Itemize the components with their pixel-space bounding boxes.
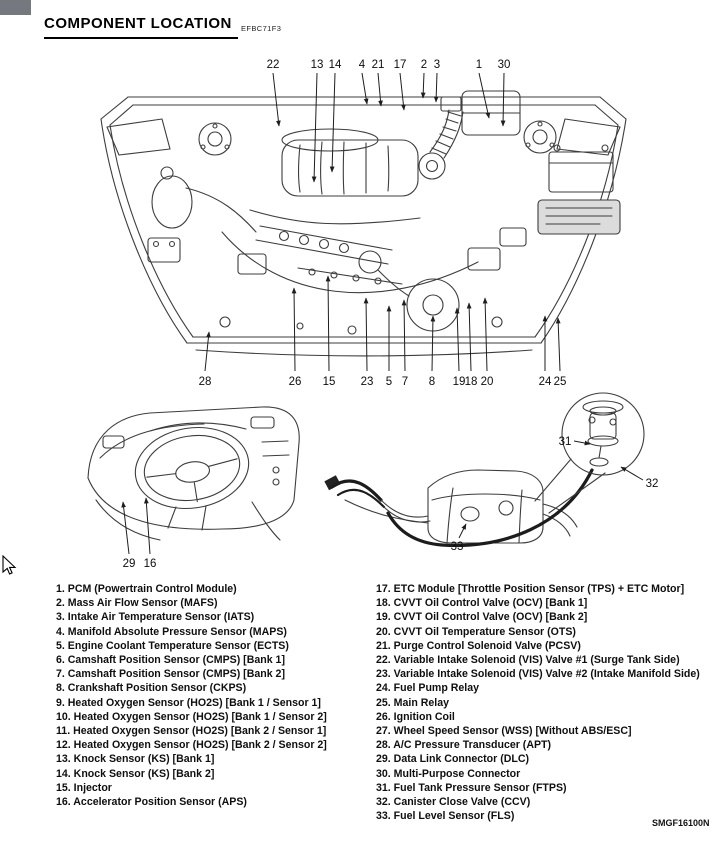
callout-21: 21 bbox=[372, 59, 385, 71]
legend-item-23: 23. Variable Intake Solenoid (VIS) Valve… bbox=[376, 668, 700, 681]
fuel-tank-diagram bbox=[324, 392, 645, 548]
legend-item-10: 10. Heated Oxygen Sensor (HO2S) [Bank 1 … bbox=[56, 710, 327, 723]
legend-item-2: 2. Mass Air Flow Sensor (MAFS) bbox=[56, 597, 218, 610]
callout-8: 8 bbox=[429, 376, 435, 388]
callout-33: 33 bbox=[451, 541, 464, 553]
headlight-right bbox=[556, 118, 621, 156]
legend-item-31: 31. Fuel Tank Pressure Sensor (FTPS) bbox=[376, 781, 567, 794]
legend-item-18: 18. CVVT Oil Control Valve (OCV) [Bank 1… bbox=[376, 597, 588, 610]
coolant-reservoir bbox=[151, 166, 257, 233]
callout-28: 28 bbox=[199, 376, 212, 388]
injector-rail bbox=[297, 267, 403, 285]
pcm-box bbox=[537, 199, 621, 235]
legend-item-32: 32. Canister Close Valve (CCV) bbox=[376, 796, 531, 809]
mouse-cursor bbox=[2, 555, 17, 575]
callout-20: 20 bbox=[481, 376, 494, 388]
legend-item-13: 13. Knock Sensor (KS) [Bank 1] bbox=[56, 753, 215, 766]
air-cleaner bbox=[440, 90, 521, 136]
alternator bbox=[358, 250, 382, 274]
legend-item-25: 25. Main Relay bbox=[376, 696, 450, 709]
legend-item-16: 16. Accelerator Position Sensor (APS) bbox=[56, 796, 247, 809]
legend-item-1: 1. PCM (Powertrain Control Module) bbox=[56, 583, 237, 595]
callout-14: 14 bbox=[329, 59, 342, 71]
legend-item-20: 20. CVVT Oil Temperature Sensor (OTS) bbox=[376, 625, 576, 638]
fuel-pump-module bbox=[561, 392, 645, 476]
window-corner-fragment bbox=[0, 0, 31, 15]
strut-tower-right bbox=[523, 120, 557, 154]
legend-item-33: 33. Fuel Level Sensor (FLS) bbox=[376, 810, 515, 823]
header: COMPONENT LOCATION bbox=[44, 15, 238, 39]
legend-item-24: 24. Fuel Pump Relay bbox=[376, 682, 480, 695]
callout-numbers: 22 13 14 4 21 17 2 3 1 30 28 26 15 23 5 … bbox=[123, 59, 659, 570]
dash-vent-right bbox=[250, 416, 275, 429]
leader-lines bbox=[121, 72, 644, 555]
legend-item-9: 9. Heated Oxygen Sensor (HO2S) [Bank 1 /… bbox=[56, 696, 321, 709]
legend-item-11: 11. Heated Oxygen Sensor (HO2S) [Bank 2 … bbox=[56, 725, 327, 738]
valve-cover-coils bbox=[255, 225, 393, 265]
steering-wheel bbox=[134, 426, 250, 510]
legend-item-30: 30. Multi-Purpose Connector bbox=[376, 767, 521, 780]
callout-31: 31 bbox=[559, 436, 572, 448]
engine-bay-diagram bbox=[100, 90, 627, 357]
callout-7: 7 bbox=[402, 376, 408, 388]
legend-item-8: 8. Crankshaft Position Sensor (CKPS) bbox=[56, 682, 247, 695]
callout-24: 24 bbox=[539, 376, 552, 388]
legend-item-12: 12. Heated Oxygen Sensor (HO2S) [Bank 2 … bbox=[56, 739, 327, 752]
callout-32: 32 bbox=[646, 478, 659, 490]
callout-3: 3 bbox=[434, 59, 440, 71]
callout-1: 1 bbox=[476, 59, 482, 71]
callout-15: 15 bbox=[323, 376, 336, 388]
callout-4: 4 bbox=[359, 59, 366, 71]
callout-22: 22 bbox=[267, 59, 280, 71]
callout-13: 13 bbox=[311, 59, 324, 71]
etc-throttle-body bbox=[418, 152, 446, 180]
dashboard-diagram bbox=[87, 406, 300, 541]
legend-item-21: 21. Purge Control Solenoid Valve (PCSV) bbox=[376, 639, 581, 652]
fuel-line-connector bbox=[324, 475, 341, 491]
legend-item-4: 4. Manifold Absolute Pressure Sensor (MA… bbox=[56, 625, 287, 638]
callout-30: 30 bbox=[498, 59, 511, 71]
callout-29: 29 bbox=[123, 558, 136, 570]
legend-item-7: 7. Camshaft Position Sensor (CMPS) [Bank… bbox=[56, 668, 285, 681]
headlight-left bbox=[106, 118, 171, 156]
callout-16: 16 bbox=[144, 558, 157, 570]
legend-item-15: 15. Injector bbox=[56, 781, 112, 794]
callout-25: 25 bbox=[554, 376, 567, 388]
legend-item-5: 5. Engine Coolant Temperature Sensor (EC… bbox=[56, 639, 289, 652]
footer-code: SMGF16100N bbox=[652, 818, 710, 828]
legend-item-14: 14. Knock Sensor (KS) [Bank 2] bbox=[56, 767, 215, 780]
legend-right-column: 17. ETC Module [Throttle Position Sensor… bbox=[376, 582, 700, 823]
battery bbox=[548, 144, 614, 193]
callout-18: 18 bbox=[465, 376, 478, 388]
callout-23: 23 bbox=[361, 376, 374, 388]
abs-unit bbox=[147, 237, 181, 263]
legend-item-3: 3. Intake Air Temperature Sensor (IATS) bbox=[56, 611, 255, 624]
callout-19: 19 bbox=[453, 376, 466, 388]
fuel-tank bbox=[427, 469, 544, 544]
dash-vent-left bbox=[102, 435, 125, 449]
legend-item-19: 19. CVVT Oil Control Valve (OCV) [Bank 2… bbox=[376, 611, 588, 624]
legend-item-6: 6. Camshaft Position Sensor (CMPS) [Bank… bbox=[56, 654, 285, 667]
callout-2: 2 bbox=[421, 59, 427, 71]
crank-pulley bbox=[377, 269, 460, 332]
legend-item-17: 17. ETC Module [Throttle Position Sensor… bbox=[376, 583, 685, 595]
surge-tank bbox=[281, 128, 419, 197]
callout-5: 5 bbox=[386, 376, 392, 388]
strut-tower-left bbox=[198, 122, 232, 156]
legend-item-26: 26. Ignition Coil bbox=[376, 710, 455, 723]
legend-item-27: 27. Wheel Speed Sensor (WSS) [Without AB… bbox=[376, 725, 632, 738]
legend-left-column: 1. PCM (Powertrain Control Module) 2. Ma… bbox=[56, 582, 327, 809]
intake-duct bbox=[429, 109, 464, 159]
legend-item-22: 22. Variable Intake Solenoid (VIS) Valve… bbox=[376, 654, 680, 667]
legend-item-29: 29. Data Link Connector (DLC) bbox=[376, 753, 530, 766]
callout-26: 26 bbox=[289, 376, 302, 388]
callout-17: 17 bbox=[394, 59, 407, 71]
legend-item-28: 28. A/C Pressure Transducer (APT) bbox=[376, 739, 552, 752]
figure-code: EFBC71F3 bbox=[241, 24, 282, 33]
page-title: COMPONENT LOCATION bbox=[44, 15, 238, 39]
